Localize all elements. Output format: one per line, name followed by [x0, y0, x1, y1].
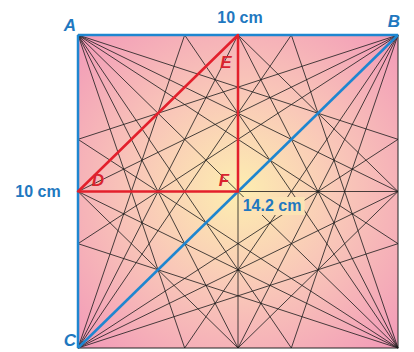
- diagonal-cb: [78, 35, 398, 348]
- vertex-label: A: [64, 17, 76, 34]
- dimension-label: 10 cm: [217, 10, 262, 26]
- angle-label: E: [220, 54, 231, 71]
- angle-label: D: [92, 172, 104, 189]
- dimension-label: 10 cm: [15, 184, 60, 200]
- star-line: [78, 35, 398, 348]
- triangle-def: [78, 35, 238, 192]
- vertex-label: C: [64, 332, 76, 349]
- star-line: [78, 244, 398, 348]
- star-line: [78, 244, 398, 348]
- star-line: [291, 35, 398, 348]
- star-lines: [78, 35, 398, 348]
- star-line: [78, 35, 398, 348]
- star-line: [291, 35, 398, 348]
- vertex-label: B: [388, 13, 400, 30]
- star-line: [78, 35, 291, 348]
- star-line: [78, 35, 238, 348]
- star-line: [78, 35, 291, 348]
- square-ground: [78, 35, 398, 348]
- star-line: [78, 35, 398, 244]
- star-line: [78, 35, 398, 244]
- dimension-label: 14.2 cm: [240, 197, 305, 215]
- star-line: [78, 35, 398, 192]
- star-line: [78, 35, 398, 192]
- highlight-lines: [78, 35, 398, 348]
- angle-label: F: [219, 172, 229, 189]
- star-line: [78, 35, 238, 348]
